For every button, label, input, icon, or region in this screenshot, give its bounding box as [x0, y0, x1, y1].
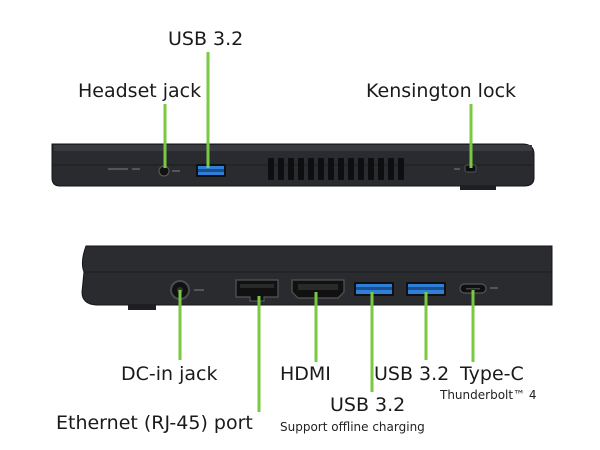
usb32-right-label: USB 3.2 [374, 363, 450, 385]
vent-slat [288, 158, 294, 180]
usb-port-right [406, 282, 446, 296]
vent-slat [318, 158, 324, 180]
ethernet-port-label: Ethernet (RJ-45) port [56, 412, 253, 434]
hdmi-port [291, 279, 345, 299]
vent-grille [268, 158, 404, 180]
ethernet-port [235, 279, 279, 302]
usb32-offline-label: USB 3.2 [330, 394, 406, 416]
usb-port-offline-charging [354, 282, 394, 296]
vent-slat [348, 158, 354, 180]
vent-slat [398, 158, 404, 180]
vent-slat [358, 158, 364, 180]
vent-slat [328, 158, 334, 180]
thunderbolt-label: Thunderbolt™ 4 [440, 388, 537, 402]
vent-slat [388, 158, 394, 180]
laptop-right-side [81, 245, 553, 412]
status-led-icons [108, 168, 140, 170]
vent-slat [298, 158, 304, 180]
vent-slat [268, 158, 274, 180]
offline-charging-note: Support offline charging [280, 420, 425, 434]
headset-jack-port [158, 165, 180, 177]
headset-jack-label: Headset jack [78, 80, 202, 102]
vent-slat [378, 158, 384, 180]
usb32-top-label: USB 3.2 [168, 28, 244, 50]
laptop-left-side [51, 52, 535, 190]
type-c-label: Type-C [460, 363, 524, 385]
vent-slat [338, 158, 344, 180]
hdmi-label: HDMI [280, 363, 331, 385]
dc-in-jack-label: DC-in jack [121, 363, 218, 385]
vent-slat [368, 158, 374, 180]
usb-port-top [196, 164, 226, 177]
vent-slat [308, 158, 314, 180]
kensington-lock-label: Kensington lock [366, 80, 517, 102]
vent-slat [278, 158, 284, 180]
